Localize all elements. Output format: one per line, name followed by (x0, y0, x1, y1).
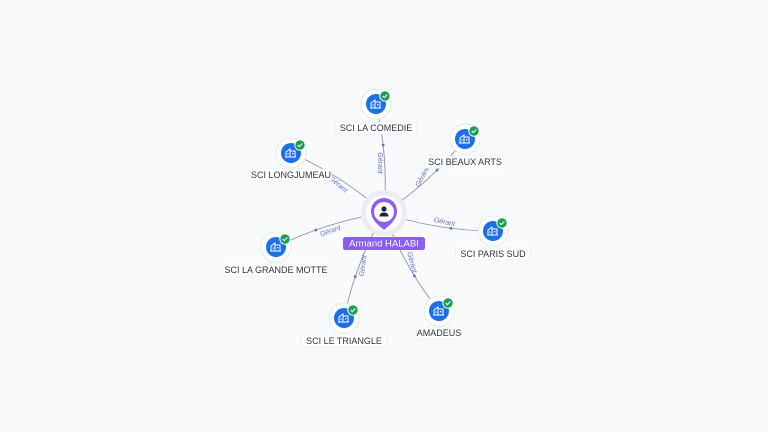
company-node-le-triangle[interactable]: SCI LE TRIANGLE (300, 302, 388, 348)
company-name: AMADEUS (417, 328, 462, 338)
check-badge-icon (496, 217, 508, 229)
check-badge-icon (347, 304, 359, 316)
check-badge-icon (468, 125, 480, 137)
check-badge-icon (294, 139, 306, 151)
edge-label-gerant: Gérant (415, 165, 432, 188)
company-name: SCI LONGJUMEAU (251, 170, 331, 180)
building-icon (285, 148, 296, 158)
person-icon (379, 206, 389, 217)
company-node-comedie[interactable]: SCI LA COMEDIE (335, 88, 417, 135)
company-node-longjumeau[interactable]: SCI LONGJUMEAU (250, 137, 332, 182)
building-icon (270, 242, 281, 252)
edge-arrow (381, 143, 385, 147)
center-node[interactable]: Armand HALABI (343, 190, 425, 250)
company-name: SCI BEAUX ARTS (428, 157, 502, 167)
building-icon (338, 313, 349, 323)
center-name: Armand HALABI (349, 239, 419, 250)
building-icon (459, 134, 470, 144)
company-name: SCI LA COMEDIE (340, 123, 413, 133)
building-icon (433, 306, 444, 316)
edge-arrow (413, 274, 416, 278)
label-box (300, 334, 388, 348)
building-icon (487, 226, 498, 236)
edge-label-gerant: Gérant (376, 152, 383, 174)
label-box (250, 168, 332, 182)
label-box (416, 326, 462, 340)
edge-label-gerant: Gérant (433, 217, 456, 229)
edge-label-gerant: Gérant (359, 254, 369, 277)
center-label-box (343, 237, 425, 250)
company-name: SCI LA GRANDE MOTTE (224, 265, 327, 275)
company-node-amadeus[interactable]: AMADEUS (416, 295, 462, 340)
company-name: SCI LE TRIANGLE (306, 336, 382, 346)
center-inner (374, 202, 394, 222)
edge-arrow (435, 168, 439, 172)
edge-arrow (314, 228, 318, 232)
check-badge-icon (379, 90, 391, 102)
edge-arrow (449, 226, 453, 230)
edge-arrow (353, 275, 357, 278)
edge-label-gerant: Gérant (319, 224, 342, 238)
company-node-paris-sud[interactable]: SCI PARIS SUD (454, 215, 532, 261)
building-icon (370, 99, 381, 109)
nodes-layer: SCI LA COMEDIE SCI BEAUX ARTS SCI PARIS SU… (222, 88, 532, 348)
label-box (454, 247, 532, 261)
company-node-beaux-arts[interactable]: SCI BEAUX ARTS (424, 123, 506, 169)
company-name: SCI PARIS SUD (460, 249, 526, 259)
check-badge-icon (279, 233, 291, 245)
company-node-grande-motte[interactable]: SCI LA GRANDE MOTTE (222, 231, 330, 277)
label-box (424, 155, 506, 169)
label-box (222, 263, 330, 277)
check-badge-icon (442, 297, 454, 309)
label-box (335, 121, 417, 135)
